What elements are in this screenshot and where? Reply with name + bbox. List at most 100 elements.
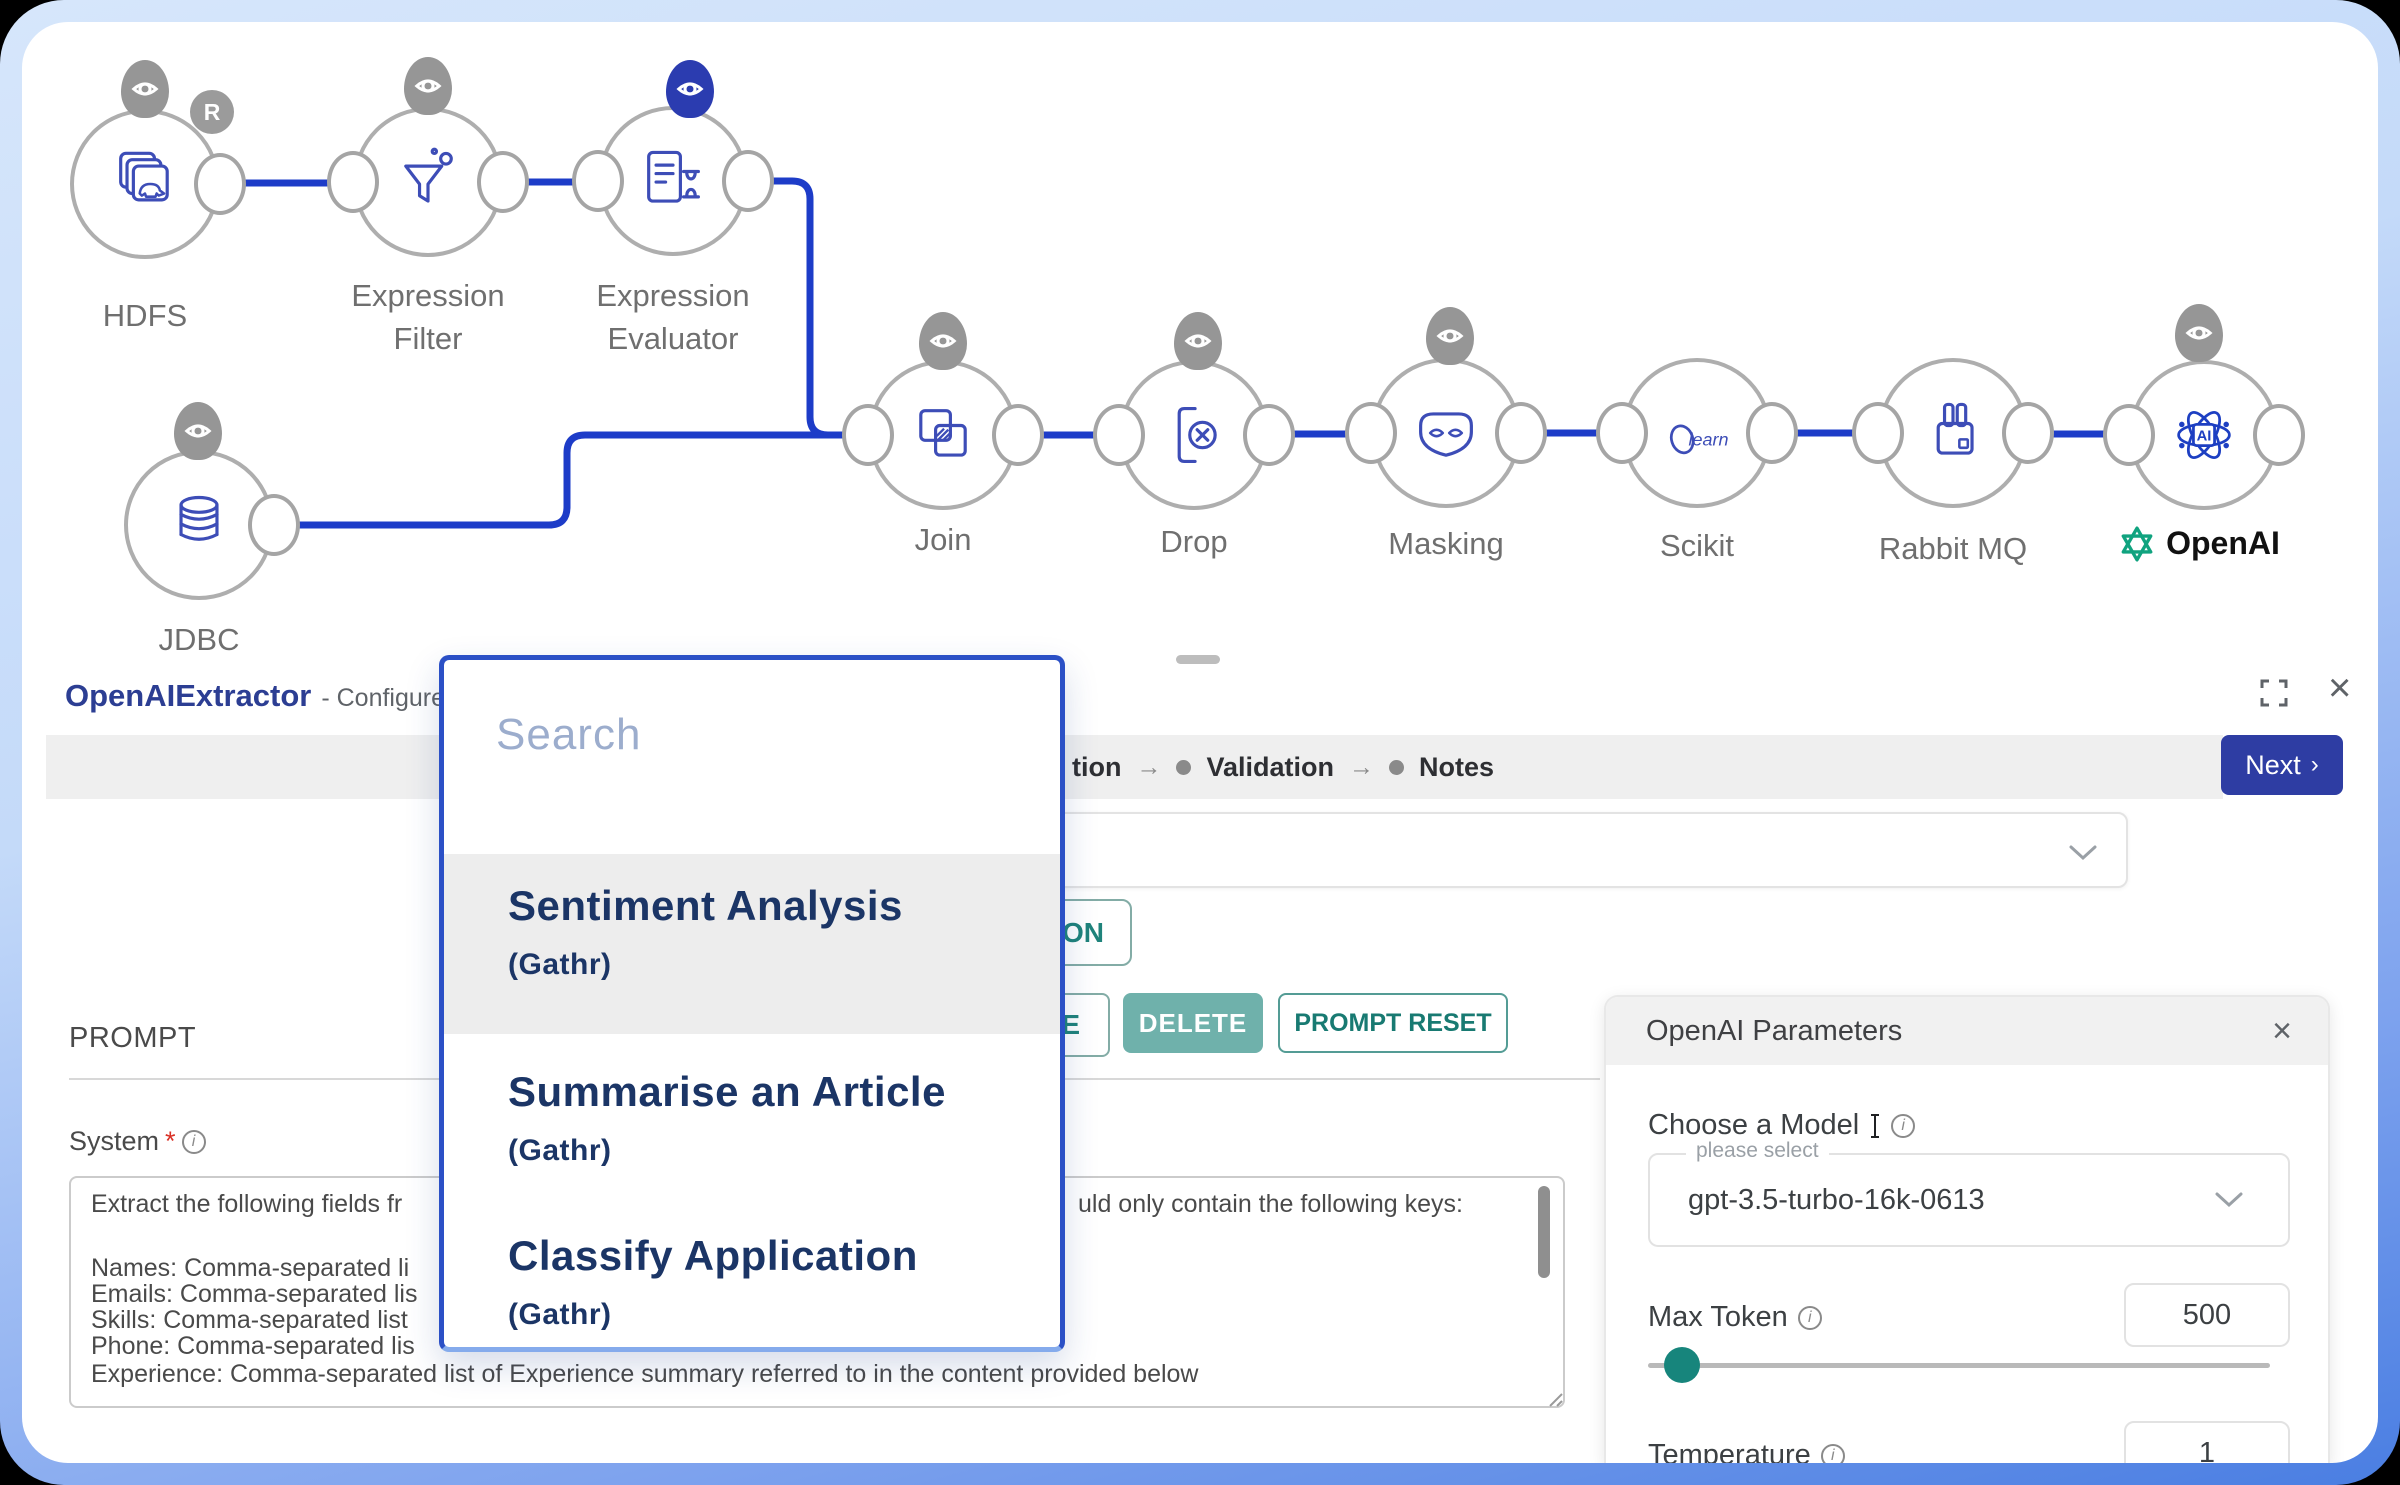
port-join-in[interactable] (842, 404, 894, 466)
port-drop-in[interactable] (1093, 404, 1145, 466)
step-arrow-icon: → (1136, 752, 1162, 781)
document-hourglass-icon (647, 150, 700, 203)
system-text-line: Extract the following fields fr (91, 1190, 403, 1218)
prompt-reset-button[interactable]: PROMPT RESET (1278, 993, 1508, 1053)
port-rabbitmq-in[interactable] (1852, 402, 1904, 464)
port-scikit-out[interactable] (1746, 402, 1798, 464)
hdfs-icon (119, 151, 169, 202)
choose-model-label: Choose a Model (1648, 1109, 1860, 1141)
node-label-masking: Masking (1388, 526, 1504, 561)
eye-badge-masking[interactable] (1426, 307, 1474, 365)
info-icon[interactable]: i (181, 1129, 206, 1154)
eye-badge-drop[interactable] (1174, 312, 1222, 370)
panel-drag-handle[interactable] (1176, 655, 1220, 664)
port-rabbitmq-out[interactable] (2002, 402, 2054, 464)
system-text-line: Names: Comma-separated li (91, 1254, 410, 1282)
info-icon[interactable]: i (1820, 1443, 1845, 1463)
partial-button-top-label: ON (1062, 916, 1104, 948)
max-token-label-row: Max Token i (1648, 1301, 1822, 1334)
chevron-down-icon (2215, 1192, 2243, 1208)
partial-button-left-label: E (1061, 1009, 1080, 1040)
search-result-summarise-article[interactable]: Summarise an Article (Gathr) (508, 1068, 946, 1168)
info-icon[interactable]: i (1891, 1113, 1916, 1138)
model-select[interactable]: gpt-3.5-turbo-16k-0613 (1648, 1153, 2290, 1247)
eye-badge-filter[interactable] (404, 57, 452, 115)
next-button[interactable]: Next › (2221, 735, 2343, 795)
close-icon[interactable]: × (2328, 666, 2352, 710)
port-openai-in[interactable] (2103, 404, 2155, 466)
openai-label-text: OpenAI (2166, 525, 2280, 561)
port-join-out[interactable] (992, 404, 1044, 466)
search-result-classify-application[interactable]: Classify Application (Gathr) (508, 1232, 918, 1332)
node-label-rabbitmq: Rabbit MQ (1878, 531, 2028, 566)
eye-icon (2185, 326, 2213, 340)
step-validation[interactable]: Validation (1206, 751, 1335, 782)
drop-icon (1177, 406, 1217, 464)
eye-badge-join[interactable] (919, 312, 967, 370)
node-label-drop: Drop (1160, 524, 1228, 559)
eye-icon (676, 82, 704, 96)
eye-badge-hdfs[interactable] (121, 60, 169, 118)
port-evaluator-in[interactable] (572, 150, 624, 212)
port-drop-out[interactable] (1243, 404, 1295, 466)
configure-title: OpenAIExtractor - Configure (65, 678, 445, 714)
text-cursor-icon (1871, 1113, 1880, 1138)
port-hdfs-out[interactable] (194, 153, 246, 215)
port-jdbc-out[interactable] (248, 494, 300, 556)
port-masking-in[interactable] (1345, 402, 1397, 464)
eye-badge-openai[interactable] (2175, 304, 2223, 362)
max-token-label: Max Token (1648, 1301, 1788, 1333)
search-dropdown-panel: Sentiment Analysis (Gathr) Summarise an … (439, 655, 1065, 1352)
system-text-line: uld only contain the following keys: (1078, 1190, 1463, 1218)
port-masking-out[interactable] (1495, 402, 1547, 464)
temperature-label-row: Temperature i (1648, 1439, 1845, 1463)
max-token-slider-track[interactable] (1648, 1363, 2270, 1368)
result-title: Classify Application (508, 1232, 918, 1279)
close-icon[interactable]: × (2266, 1011, 2298, 1052)
database-icon (179, 495, 219, 541)
eye-icon (414, 79, 442, 93)
port-scikit-in[interactable] (1596, 402, 1648, 464)
openai-node-ai-text: AI (2197, 428, 2212, 444)
search-input[interactable] (494, 702, 994, 768)
max-token-input[interactable]: 500 (2124, 1283, 2290, 1347)
mask-icon (1419, 412, 1473, 457)
search-result-sentiment-analysis[interactable]: Sentiment Analysis (Gathr) (508, 882, 903, 982)
filter-icon (404, 147, 453, 203)
temperature-label: Temperature (1648, 1439, 1811, 1463)
join-icon (919, 409, 967, 457)
eye-badge-jdbc[interactable] (174, 402, 222, 460)
result-source: (Gathr) (508, 948, 612, 981)
pipeline-connectors (242, 177, 2107, 529)
temperature-input[interactable]: 1 (2124, 1421, 2290, 1463)
resize-handle-icon[interactable] (1542, 1386, 1564, 1408)
result-title: Summarise an Article (508, 1068, 946, 1115)
port-evaluator-out[interactable] (722, 150, 774, 212)
max-token-slider-thumb[interactable] (1664, 1347, 1700, 1383)
delete-button[interactable]: DELETE (1123, 993, 1263, 1053)
textarea-scrollbar[interactable] (1538, 1186, 1550, 1278)
openai-parameters-panel: OpenAI Parameters × Choose a Model i ple… (1604, 995, 2330, 1463)
step-arrow-icon: → (1349, 752, 1375, 781)
node-label-join: Join (914, 522, 972, 557)
port-filter-out[interactable] (477, 151, 529, 213)
next-button-label: Next (2245, 749, 2301, 780)
port-filter-in[interactable] (327, 151, 379, 213)
step-notes[interactable]: Notes (1419, 751, 1495, 782)
scikit-learn-icon: learn (1669, 424, 1729, 455)
node-hdfs[interactable] (70, 109, 220, 259)
eye-badge-evaluator-active[interactable] (666, 60, 714, 118)
chevron-down-icon (2069, 845, 2097, 861)
node-label-jdbc: JDBC (158, 622, 240, 657)
port-openai-out[interactable] (2253, 404, 2305, 466)
select-placeholder-label: please select (1686, 1139, 1829, 1163)
component-name: OpenAIExtractor (65, 678, 312, 713)
replay-badge: R (190, 90, 234, 134)
fullscreen-icon[interactable] (2258, 677, 2290, 709)
prompt-section-label: PROMPT (69, 1022, 197, 1054)
info-icon[interactable]: i (1797, 1305, 1822, 1330)
system-text-line: Emails: Comma-separated lis (91, 1280, 418, 1308)
atom-ai-icon: AI (2177, 411, 2231, 459)
system-field-label-row: System * i (69, 1126, 206, 1157)
scikit-logo-text: learn (1689, 430, 1729, 450)
